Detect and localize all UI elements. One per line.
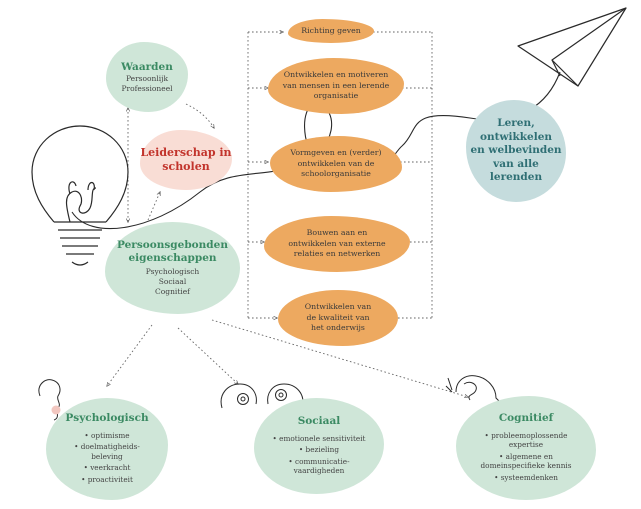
two-heads-icon [220,383,304,409]
personal-traits-node: Persoonsgebonden eigenschappen Psycholog… [105,222,240,314]
personal-traits-item-cognitive: Cognitief [155,287,190,296]
values-title: Waarden [121,60,173,73]
cognitive-title: Cognitief [498,411,554,424]
outcome-title: Leren, ontwikkelen en welbevinden van al… [470,117,562,184]
paper-plane-icon [517,7,627,87]
psychological-node: Psychologisch optimisme doelmatigheids- … [46,398,168,500]
values-item-professional: Professioneel [121,83,173,93]
lightbulb-icon [31,125,129,266]
domain-develop-people-label: Ontwikkelen en motiveren van mensen in e… [282,70,390,101]
domain-direction-label: Richting geven [301,25,361,35]
psychological-list: optimisme doelmatigheids- beleving veerk… [74,429,140,487]
domain-organisation: Vormgeven en (verder) ontwikkelen van de… [270,136,402,192]
leadership-node: Leiderschap in scholen [140,130,232,190]
domain-develop-people: Ontwikkelen en motiveren van mensen in e… [268,58,404,114]
social-item-emotional-sensitivity: emotionele sensitiviteit [273,434,365,444]
psychological-item-resilience: veerkracht [74,463,140,473]
domain-organisation-label: Vormgeven en (verder) ontwikkelen van de… [290,148,382,179]
cognitive-item-problem-solving: probleemoplossende expertise [481,431,572,450]
cognitive-node: Cognitief probleemoplossende expertise a… [456,396,596,500]
psychological-item-optimism: optimisme [74,431,140,441]
head-silhouette-icon [38,379,61,421]
social-title: Sociaal [297,414,341,427]
cognitive-item-knowledge: algemene en domeinspecifieke kennis [481,452,572,471]
cognitive-item-systems-thinking: systeemdenken [481,473,572,483]
social-list: emotionele sensitiviteit bezieling commu… [273,432,366,478]
psychological-item-proactivity: proactiviteit [74,475,140,485]
psychological-item-self-efficacy: doelmatigheids- beleving [74,442,140,461]
domain-direction: Richting geven [288,19,374,43]
psychological-title: Psychologisch [65,411,149,424]
domain-education-quality-label: Ontwikkelen van de kwaliteit van het ond… [304,302,372,333]
domain-external-relations-label: Bouwen aan en ontwikkelen van externe re… [288,228,386,259]
domain-education-quality: Ontwikkelen van de kwaliteit van het ond… [278,290,398,346]
values-item-personal: Persoonlijk [125,73,169,83]
cognitive-list: probleemoplossende expertise algemene en… [481,429,572,485]
domain-external-relations: Bouwen aan en ontwikkelen van externe re… [264,216,410,272]
social-item-inspiration: bezieling [273,445,366,455]
social-node: Sociaal emotionele sensitiviteit bezieli… [254,398,384,494]
personal-traits-item-social: Sociaal [158,277,187,286]
values-node: Waarden Persoonlijk Professioneel [106,42,188,112]
outcome-node: Leren, ontwikkelen en welbevinden van al… [466,100,566,202]
personal-traits-title: Persoonsgebonden eigenschappen [117,239,228,264]
thread-line [71,71,561,230]
social-item-communication: communicatie- vaardigheden [273,457,366,476]
leadership-title: Leiderschap in scholen [140,146,232,173]
personal-traits-item-psychological: Psychologisch [145,267,200,276]
